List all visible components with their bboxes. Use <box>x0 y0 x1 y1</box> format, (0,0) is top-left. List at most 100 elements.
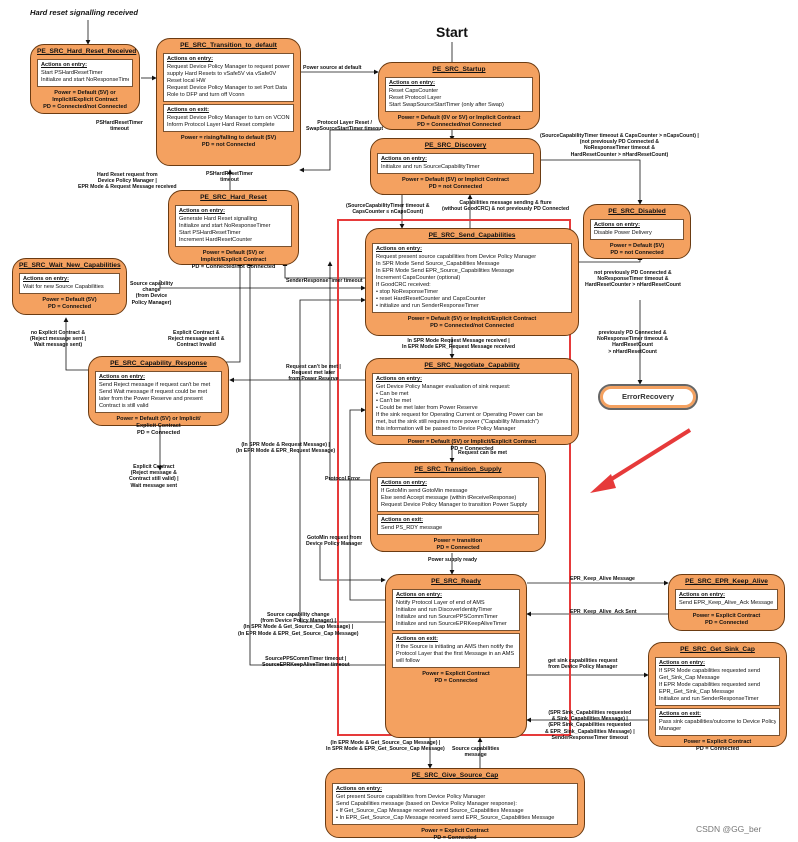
label-pps-comm-timeout: SourcePPSCommTimer timeout |SourceEPRKee… <box>262 656 350 668</box>
label-line: SourcePPSCommTimer timeout | <box>265 656 347 662</box>
label-line: Device Policy Manager | <box>97 178 157 185</box>
footer-line: Implicit/Explicit Contract <box>200 257 267 264</box>
footer-line: Implicit/Explicit Contract <box>52 97 118 104</box>
label-line: (SourceCapabilityTimer timeout & CapsCou… <box>540 133 699 139</box>
section-line: Contract is still valid <box>99 403 149 410</box>
section-line: Reset CapsCounter <box>389 88 439 95</box>
state-title: PE_SRC_Send_Capabilities <box>428 232 516 239</box>
footer-line: PD = Connected <box>136 430 181 437</box>
label-line: Contract Invalid <box>176 342 216 349</box>
section-line: Notify Protocol Layer of end of AMS <box>396 600 485 607</box>
state-power-footer: Power = Default (0V or 5V) or Implicit C… <box>385 115 533 129</box>
section-line: Initialize and run SourcePPSCommTimer <box>396 614 498 621</box>
section-line: Initialize and run SourceCapabilityTimer <box>381 164 480 171</box>
footer-line: Power = Explicit Contract <box>421 828 489 835</box>
label-line: (not previously PD Connected & <box>579 139 660 146</box>
label-line: not previously PD Connected & <box>594 270 672 276</box>
label-line: (from Device <box>135 293 168 300</box>
state-power-footer: Power = Default (5V) or Implicit/Explici… <box>95 416 222 437</box>
label-line: SourceEPRKeepAliveTimer timeout <box>262 662 350 669</box>
section-line: Pass sink capabilities/outcome to Device… <box>659 719 776 726</box>
section-line: • stop NoResponseTimer <box>376 289 439 296</box>
label-discovery-right: (SourceCapabilityTimer timeout & CapsCou… <box>540 133 699 158</box>
section-line: this information will be passed to Devic… <box>376 426 516 433</box>
footer-line: Power = Default (5V) or <box>54 90 116 97</box>
label-line: (SourceCapabilityTimer timeout & <box>346 203 430 209</box>
state-action-section: Actions on entry:Send EPR_Keep_Alive_Ack… <box>675 589 778 611</box>
section-line: Reset Protocol Layer <box>389 95 442 102</box>
section-line: Increment HardResetCounter <box>179 237 253 244</box>
label-line: SenderResponseTimer timeout <box>551 734 629 741</box>
section-line: Start PSHardResetTimer <box>41 70 103 77</box>
section-line: Send Capabilities message (based on Devi… <box>336 801 517 808</box>
watermark: CSDN @GG_ber <box>696 824 762 834</box>
label-line: no Explicit Contract & <box>30 330 86 336</box>
state-action-section: Actions on entry:Notify Protocol Layer o… <box>392 589 520 632</box>
section-line: • Can be met <box>376 391 409 398</box>
section-line: Start SwapSourceStartTimer (only after S… <box>389 102 504 109</box>
label-source-cap-timer: (SourceCapabilityTimer timeout &CapsCoun… <box>346 203 430 215</box>
label-line: Policy Manager) <box>131 299 172 306</box>
state-power-footer: Power = Default (5V)PD = not Connected <box>590 243 684 257</box>
label-explicit-contract-reject: Explicit Contract &Reject message sent &… <box>168 330 225 349</box>
footer-line: Power = Default (5V) or Implicit/Explici… <box>407 439 537 446</box>
footer-line: Power = Explicit Contract <box>692 613 761 620</box>
label-line: HardResetCounter > nHardResetCount) <box>570 151 669 158</box>
state-power-footer: Power = Default (5V) or Implicit/Explici… <box>372 439 572 453</box>
section-line: Initialize and run SourceEPRKeepAliveTim… <box>396 621 507 628</box>
label-line: change <box>142 287 161 294</box>
footer-line: PD = not Connected <box>428 184 483 191</box>
footer-line: PD = not Connected <box>201 142 256 149</box>
start-label: Start <box>436 24 468 40</box>
label-line: NoResponseTimer timeout & <box>583 145 655 152</box>
state-action-section: Actions on exit:Request Device Policy Ma… <box>163 104 294 133</box>
section-line: Request present source capabilities from… <box>376 254 537 261</box>
footer-line: Power = Default (0V or 5V) or Implicit C… <box>397 115 521 122</box>
section-line: supply Hard Resets to vSafe5V via vSafe0… <box>167 71 277 78</box>
section-title: Actions on exit: <box>167 107 209 114</box>
section-line: Send EPR_Keep_Alive_Ack Message <box>679 600 774 607</box>
state-action-section: Actions on entry:Disable Power Delivery <box>590 219 684 241</box>
section-line: Initialize and run DiscoverIdentityTimer <box>396 607 493 614</box>
label-line: Request can't be met | <box>286 364 341 370</box>
annotation-arrow <box>600 428 692 487</box>
section-line: Generate Hard Reset signalling <box>179 216 258 223</box>
footer-line: Power = rising/falling to default (5V) <box>180 135 277 142</box>
state-power-footer: Power = Default (5V)PD = Connected <box>19 297 120 311</box>
section-title: Actions on entry: <box>99 374 145 381</box>
section-line: If the Source is initiating an AMS then … <box>396 644 514 651</box>
label-line: (In EPR Mode & Get_Source_Cap Message) | <box>330 740 441 746</box>
label-line: HardResetCount <box>612 342 654 349</box>
footer-line: Power = Default (5V) <box>42 297 97 304</box>
label-epr-keep-alive-msg: EPR_Keep_Alive Message <box>570 576 635 582</box>
label-line: (EPR Sink_Capabilities requested <box>548 722 632 729</box>
label-line: Request met later <box>291 370 336 377</box>
section-line: Initialize and start NoResponseTimer <box>41 77 129 84</box>
label-line: Protocol Layer Reset / <box>317 120 372 126</box>
section-line: later from the Power Reserve and present <box>99 396 203 403</box>
state-action-section: Actions on entry:If SPR Mode capabilitie… <box>655 657 780 707</box>
label-spr-request-received: In SPR Mode Request Message received |In… <box>402 338 515 350</box>
section-line: Manager <box>659 726 682 733</box>
state-action-section: Actions on entry:Request Device Policy M… <box>163 53 294 103</box>
state-title: PE_SRC_Transition_to_default <box>180 42 277 49</box>
section-line: Increment CapsCounter (optional) <box>376 275 461 282</box>
label-line: Wait message sent) <box>33 342 83 349</box>
section-line: Request Device Policy Manager to set Por… <box>167 85 288 92</box>
label-line: Wait message sent <box>130 482 178 489</box>
section-title: Actions on entry: <box>659 660 705 667</box>
footer-line: Power = Explicit Contract <box>422 671 490 678</box>
state-power-footer: Power = Default (5V) or Implicit/Explici… <box>372 316 572 330</box>
